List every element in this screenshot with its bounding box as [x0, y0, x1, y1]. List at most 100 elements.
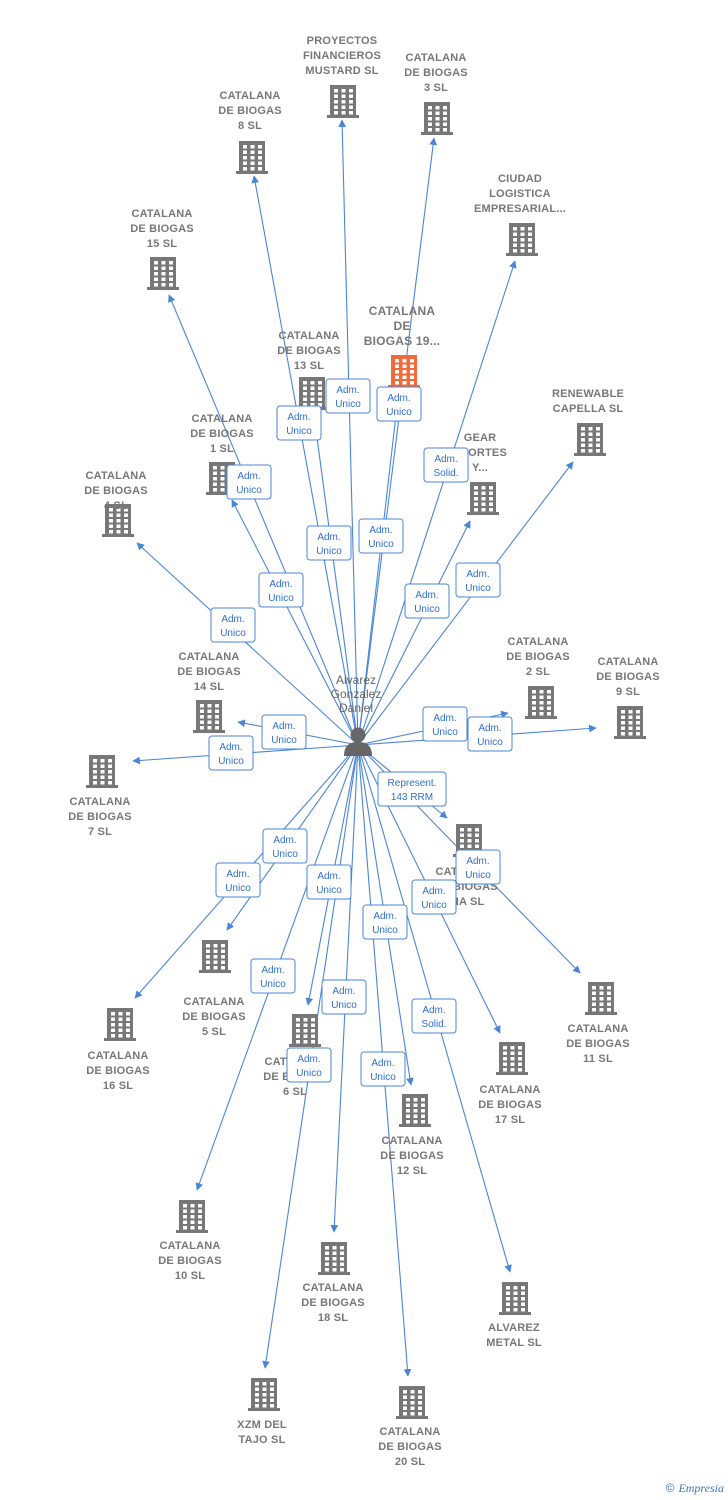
edge-label-layer: Adm.UnicoAdm.UnicoAdm.UnicoAdm.Solid.Adm… — [208, 378, 513, 1087]
building-icon — [388, 355, 420, 388]
company-label: CATALANA — [219, 90, 280, 102]
role-text: Adm. — [226, 869, 249, 880]
company-label: DE BIOGAS — [158, 1255, 222, 1267]
role-text: Adm. — [478, 723, 501, 734]
role-text: Unico — [260, 979, 286, 990]
role-badge-cb8: Adm.Unico — [276, 405, 322, 441]
company-label: RENEWABLE — [552, 388, 624, 400]
role-text: Unico — [286, 426, 312, 437]
building-icon — [236, 141, 268, 174]
role-text: Adm. — [332, 986, 355, 997]
edge-cb19 — [357, 379, 404, 746]
person-name-line-3: Daniel — [339, 701, 373, 715]
company-label: 12 SL — [397, 1165, 427, 1177]
company-label: 6 SL — [283, 1086, 307, 1098]
role-badge-cb18: Adm.Unico — [321, 979, 367, 1015]
role-text: Adm. — [269, 579, 292, 590]
role-text: Adm. — [273, 835, 296, 846]
role-badge-cb3: Adm.Unico — [376, 386, 422, 422]
company-label: 16 SL — [103, 1080, 133, 1092]
role-text: Unico — [236, 485, 262, 496]
company-label: MUSTARD SL — [305, 65, 378, 77]
company-label: 15 SL — [147, 238, 177, 250]
role-text: Unico — [432, 727, 458, 738]
building-icon — [199, 940, 231, 973]
company-node-ciudad[interactable]: CIUDADLOGISTICAEMPRESARIAL... — [474, 173, 566, 256]
building-icon — [467, 482, 499, 515]
role-badge-cb17: Adm.Unico — [411, 879, 457, 915]
company-label: CATALANA — [69, 796, 130, 808]
building-icon — [193, 700, 225, 733]
company-label: CATALANA — [381, 1135, 442, 1147]
building-icon — [585, 982, 617, 1015]
role-text: Adm. — [466, 569, 489, 580]
company-label: DE BIOGAS — [378, 1441, 442, 1453]
role-text: Unico — [272, 849, 298, 860]
center-person[interactable]: Alvarez Gonzalez Daniel — [331, 673, 382, 756]
company-label: DE BIOGAS — [86, 1065, 150, 1077]
building-icon — [506, 223, 538, 256]
role-badge-cb2: Adm.Unico — [422, 706, 468, 742]
company-label: CATALANA — [302, 1282, 363, 1294]
role-badge-cb5: Adm. Unico — [262, 828, 308, 864]
edge-gear — [357, 520, 471, 746]
company-label: CATALANA — [159, 1240, 220, 1252]
building-icon — [327, 85, 359, 118]
brand-logo: Empresia — [678, 1481, 724, 1495]
company-label: 5 SL — [202, 1026, 226, 1038]
company-label: METAL SL — [486, 1337, 542, 1349]
role-text: Unico — [465, 583, 491, 594]
role-text: Adm. — [369, 525, 392, 536]
role-text: Adm. — [261, 965, 284, 976]
role-text: Adm. — [415, 590, 438, 601]
building-icon — [104, 1008, 136, 1041]
role-badge-cb12: Adm.Unico — [362, 904, 408, 940]
role-badge-cb7: Adm.Unico — [208, 735, 254, 771]
role-text: Unico — [386, 407, 412, 418]
company-label: CATALANA — [369, 304, 436, 318]
role-text: Adm. — [237, 471, 260, 482]
building-icon — [574, 423, 606, 456]
company-label: CATALANA — [278, 330, 339, 342]
company-label: BIOGAS 19... — [364, 334, 440, 348]
role-text: Represent. — [388, 778, 437, 789]
person-name-line-1: Alvarez — [336, 673, 376, 687]
role-badge-cb13: Adm.Unico — [306, 525, 352, 561]
role-text: Adm. — [336, 385, 359, 396]
edge-renewable — [357, 461, 574, 746]
company-label: CATALANA — [567, 1023, 628, 1035]
company-label: 8 SL — [238, 120, 262, 132]
copyright-symbol: © — [665, 1481, 675, 1495]
building-icon — [614, 706, 646, 739]
company-label: DE BIOGAS — [84, 485, 148, 497]
company-label: EMPRESARIAL... — [474, 203, 566, 215]
role-text: Adm. — [297, 1054, 320, 1065]
role-text: Adm. — [371, 1058, 394, 1069]
building-icon — [176, 1200, 208, 1233]
company-label: CATALANA — [479, 1084, 540, 1096]
building-icon — [318, 1242, 350, 1275]
